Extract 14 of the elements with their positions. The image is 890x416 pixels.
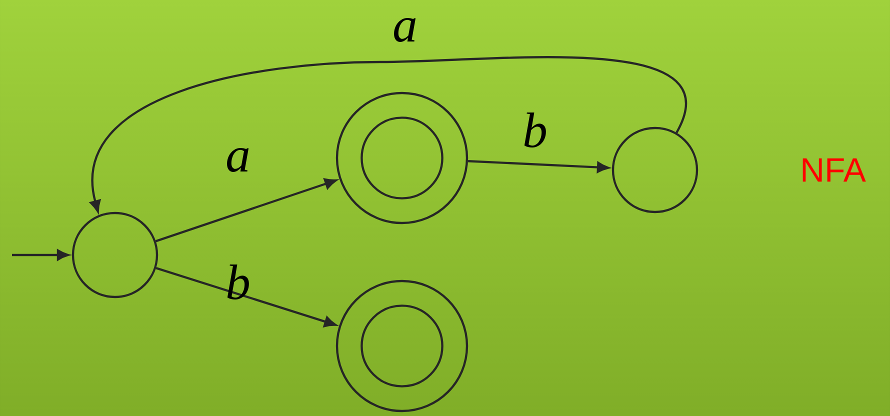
automaton-type-label: NFA xyxy=(802,158,866,182)
edge-label: a xyxy=(227,148,249,172)
edge-label: b xyxy=(524,112,546,148)
arrow xyxy=(155,178,337,242)
edge-label: b xyxy=(227,264,249,300)
arrow xyxy=(12,249,70,261)
state-circle xyxy=(612,126,698,214)
arrow xyxy=(90,56,686,212)
edge-label: a xyxy=(394,18,416,42)
arrow xyxy=(156,266,336,328)
state-circle xyxy=(72,212,158,298)
accept-state-circle xyxy=(336,280,468,412)
accept-state-circle xyxy=(336,92,468,224)
arrow xyxy=(468,160,610,173)
